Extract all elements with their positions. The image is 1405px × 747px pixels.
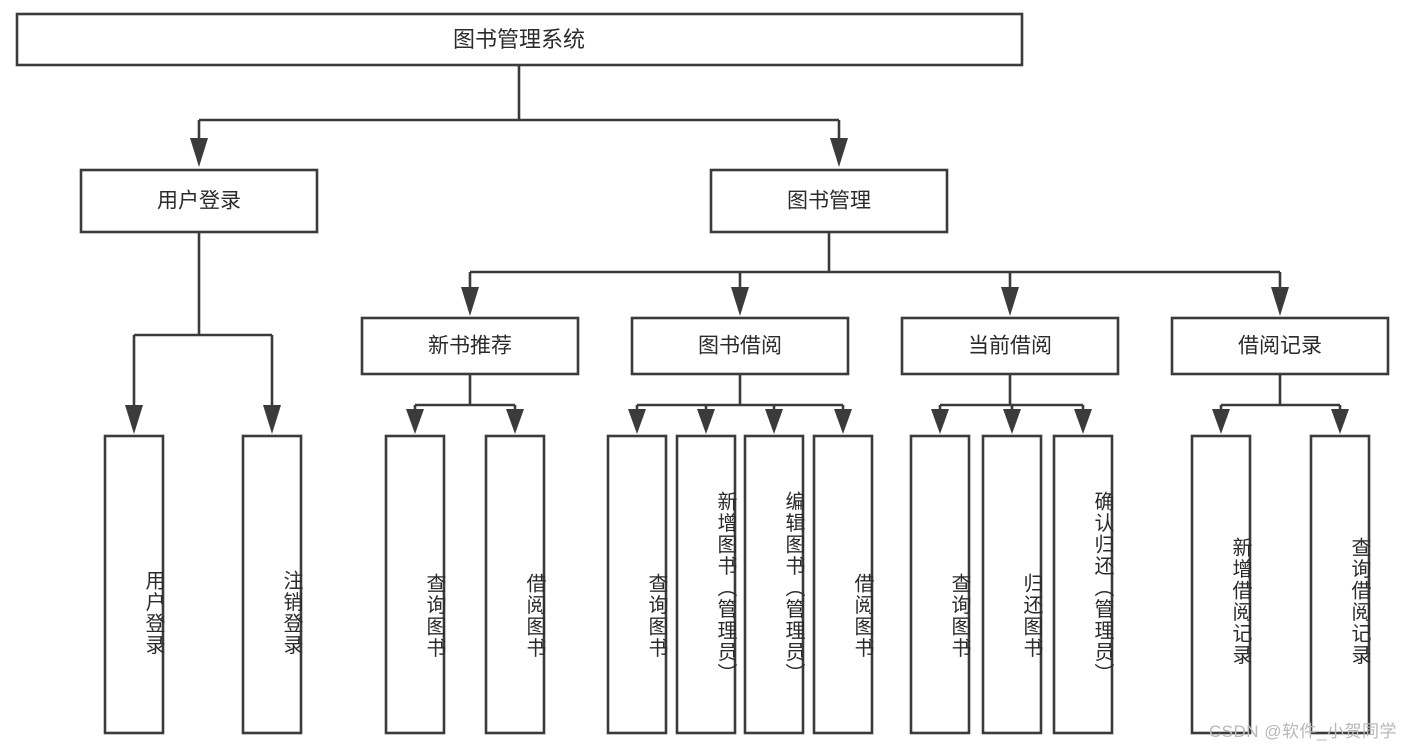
node-new-book-recommend[interactable]: 新书推荐 — [360, 316, 580, 376]
arrow-head-icon — [190, 138, 208, 167]
leaf-box-query-book-2[interactable] — [606, 434, 668, 735]
leaf-box-confirm-return[interactable] — [1052, 434, 1114, 735]
connector-root-to-level1 — [190, 65, 848, 167]
leaf-box-return-book[interactable] — [981, 434, 1043, 735]
arrow-head-icon — [1074, 409, 1092, 434]
node-borrow-record-label: 借阅记录 — [1238, 335, 1322, 358]
node-book-borrow[interactable]: 图书借阅 — [630, 316, 850, 376]
leaf-boxes — [103, 434, 1371, 735]
leaf-box-add-book[interactable] — [675, 434, 737, 735]
leaf-box-user-login[interactable] — [103, 434, 165, 735]
node-book-borrow-label: 图书借阅 — [698, 335, 782, 358]
arrow-head-icon — [731, 287, 749, 316]
leaf-box-borrow-book-1[interactable] — [484, 434, 546, 735]
node-current-borrow-box[interactable] — [900, 316, 1120, 376]
arrow-head-icon — [461, 287, 479, 316]
node-current-borrow[interactable]: 当前借阅 — [900, 316, 1120, 376]
leaf-box-borrow-book-2[interactable] — [812, 434, 874, 735]
arrow-head-icon — [506, 409, 524, 434]
arrow-head-icon — [1001, 287, 1019, 316]
node-user-login[interactable]: 用户登录 — [79, 168, 319, 234]
node-new-book-recommend-label: 新书推荐 — [428, 335, 512, 358]
node-root-box[interactable] — [15, 12, 1024, 67]
node-current-borrow-label: 当前借阅 — [968, 335, 1052, 358]
arrow-head-icon — [628, 409, 646, 434]
arrow-head-icon — [1003, 409, 1021, 434]
node-book-management-label: 图书管理 — [787, 190, 871, 213]
arrow-head-icon — [931, 409, 949, 434]
leaf-box-add-record[interactable] — [1190, 434, 1252, 735]
node-user-login-label: 用户登录 — [157, 190, 241, 213]
connector-new-book-recommend-to-leaves — [406, 374, 524, 434]
leaf-box-logout[interactable] — [241, 434, 303, 735]
arrow-head-icon — [1212, 409, 1230, 434]
connector-user-login-to-leaves — [125, 232, 281, 434]
node-user-login-box[interactable] — [79, 168, 319, 234]
node-root[interactable]: 图书管理系统 — [15, 12, 1024, 67]
csdn-watermark: CSDN @软件_小贺同学 — [1208, 722, 1397, 741]
node-new-book-recommend-box[interactable] — [360, 316, 580, 376]
node-root-label: 图书管理系统 — [453, 27, 585, 52]
arrow-head-icon — [1331, 409, 1349, 434]
connector-borrow-record-to-leaves — [1212, 374, 1349, 434]
arrow-head-icon — [1271, 287, 1289, 316]
leaf-box-query-record[interactable] — [1309, 434, 1371, 735]
arrow-head-icon — [125, 405, 143, 434]
arrow-head-icon — [765, 409, 783, 434]
node-book-management[interactable]: 图书管理 — [709, 168, 949, 234]
arrow-head-icon — [697, 409, 715, 434]
arrow-head-icon — [834, 409, 852, 434]
connector-book-management-to-level2 — [461, 232, 1289, 316]
arrow-head-icon — [406, 409, 424, 434]
connector-book-borrow-to-leaves — [628, 374, 852, 434]
connector-current-borrow-to-leaves — [931, 374, 1092, 434]
arrow-head-icon — [263, 405, 281, 434]
node-borrow-record[interactable]: 借阅记录 — [1170, 316, 1390, 376]
leaf-box-query-book-1[interactable] — [384, 434, 446, 735]
arrow-head-icon — [830, 138, 848, 167]
leaf-box-edit-book[interactable] — [743, 434, 805, 735]
leaf-box-query-book-3[interactable] — [909, 434, 971, 735]
